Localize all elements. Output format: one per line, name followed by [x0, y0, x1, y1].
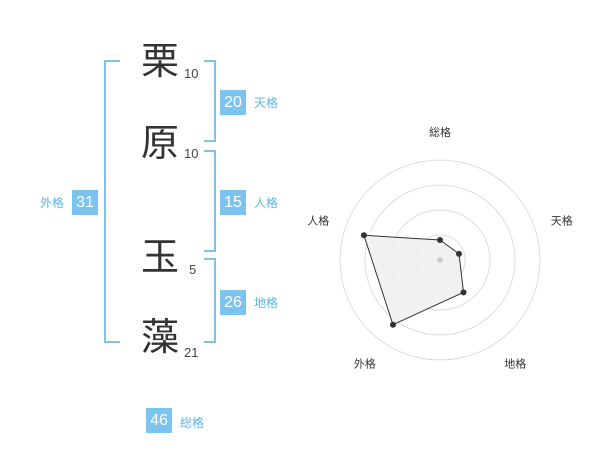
radar-center-point: [437, 257, 443, 263]
soukaku-value: 46: [146, 408, 172, 433]
radar-grid-ring: [364, 184, 516, 336]
chikaku-value: 26: [220, 290, 246, 315]
tenkaku-value: 20: [220, 90, 246, 115]
tenkaku-label: 天格: [254, 96, 279, 110]
jinkaku-label: 人格: [254, 196, 279, 210]
chikaku-bracket: [204, 258, 216, 343]
chikaku-label: 地格: [254, 296, 279, 310]
soukaku-label: 総格: [180, 416, 205, 430]
radar-data-point: [456, 250, 463, 257]
stroke-count-4: 21: [184, 345, 199, 360]
radar-axis-label: 天格: [551, 213, 573, 227]
stroke-count-2: 10: [184, 146, 199, 161]
radar-axis-label: 外格: [354, 357, 376, 370]
name-char-2: 原: [140, 121, 179, 165]
radar-data-point: [360, 232, 367, 239]
gaikaku-bracket: [104, 60, 120, 343]
gaikaku-label: 外格: [40, 196, 65, 210]
radar-data-point: [389, 321, 396, 328]
radar-data-point: [437, 237, 443, 243]
radar-grid-ring: [339, 159, 541, 361]
gaikaku-value: 31: [72, 190, 98, 215]
name-char-1: 栗: [140, 39, 179, 83]
stroke-count-1: 10: [184, 66, 199, 81]
radar-axis-label: 総格: [429, 125, 451, 139]
jinkaku-value: 15: [220, 190, 246, 215]
name-char-3: 玉: [140, 235, 179, 279]
radar-axis-label: 人格: [307, 213, 329, 227]
radar-data-point: [460, 289, 467, 296]
tenkaku-bracket: [204, 60, 216, 142]
stroke-count-3: 5: [189, 262, 197, 277]
name-char-4: 藻: [140, 315, 179, 359]
radar-axis-label: 地格: [504, 357, 526, 370]
jinkaku-bracket: [204, 150, 216, 252]
radar-series-area: [363, 234, 465, 326]
